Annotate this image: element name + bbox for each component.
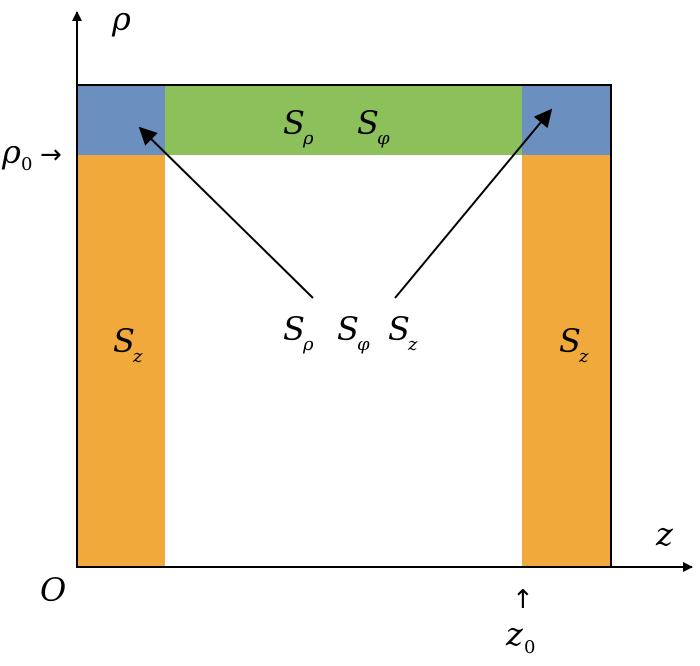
top-band-region: [165, 85, 522, 155]
right-column-label: S z: [559, 322, 589, 367]
arrow-to-left-corner: [138, 126, 314, 299]
z0-arrow-icon: ↑: [512, 585, 534, 615]
center-labels: S ρ S φ S z: [283, 310, 418, 355]
top-s-rho-subscript: ρ: [302, 128, 314, 149]
z0-symbol: z: [505, 615, 524, 653]
left-s: S: [113, 322, 135, 360]
left-corner-region: [77, 85, 165, 155]
right-s-subscript: z: [578, 346, 589, 367]
center-s-z-subscript: z: [407, 334, 418, 355]
right-s: S: [559, 322, 581, 360]
rho0-arrow-icon: →: [40, 140, 62, 170]
z0-subscript: 0: [524, 637, 535, 658]
right-column-region: [522, 155, 611, 567]
rho0-symbol: ρ: [1, 133, 21, 171]
rho0-subscript: 0: [21, 154, 32, 175]
top-s-phi: S: [357, 104, 379, 142]
z-axis-label: z: [655, 515, 674, 553]
top-s-rho: S: [283, 104, 305, 142]
left-s-subscript: z: [132, 346, 143, 367]
rho-axis-label: ρ: [111, 0, 131, 38]
left-column-label: S z: [113, 322, 143, 367]
center-s-phi-subscript: φ: [357, 334, 370, 355]
center-s-z: S: [388, 310, 410, 348]
top-band-labels: S ρ S φ: [283, 104, 390, 149]
top-s-phi-subscript: φ: [377, 128, 390, 149]
center-s-phi: S: [337, 310, 359, 348]
arrow-to-right-corner: [394, 108, 553, 299]
center-s-rho: S: [283, 310, 305, 348]
left-column-region: [77, 155, 165, 567]
center-s-rho-subscript: ρ: [302, 334, 314, 355]
z0-marker: ↑ z 0: [505, 585, 535, 658]
rho0-marker: ρ 0 →: [1, 133, 62, 175]
origin-label: O: [40, 571, 66, 609]
right-corner-region: [522, 85, 611, 155]
